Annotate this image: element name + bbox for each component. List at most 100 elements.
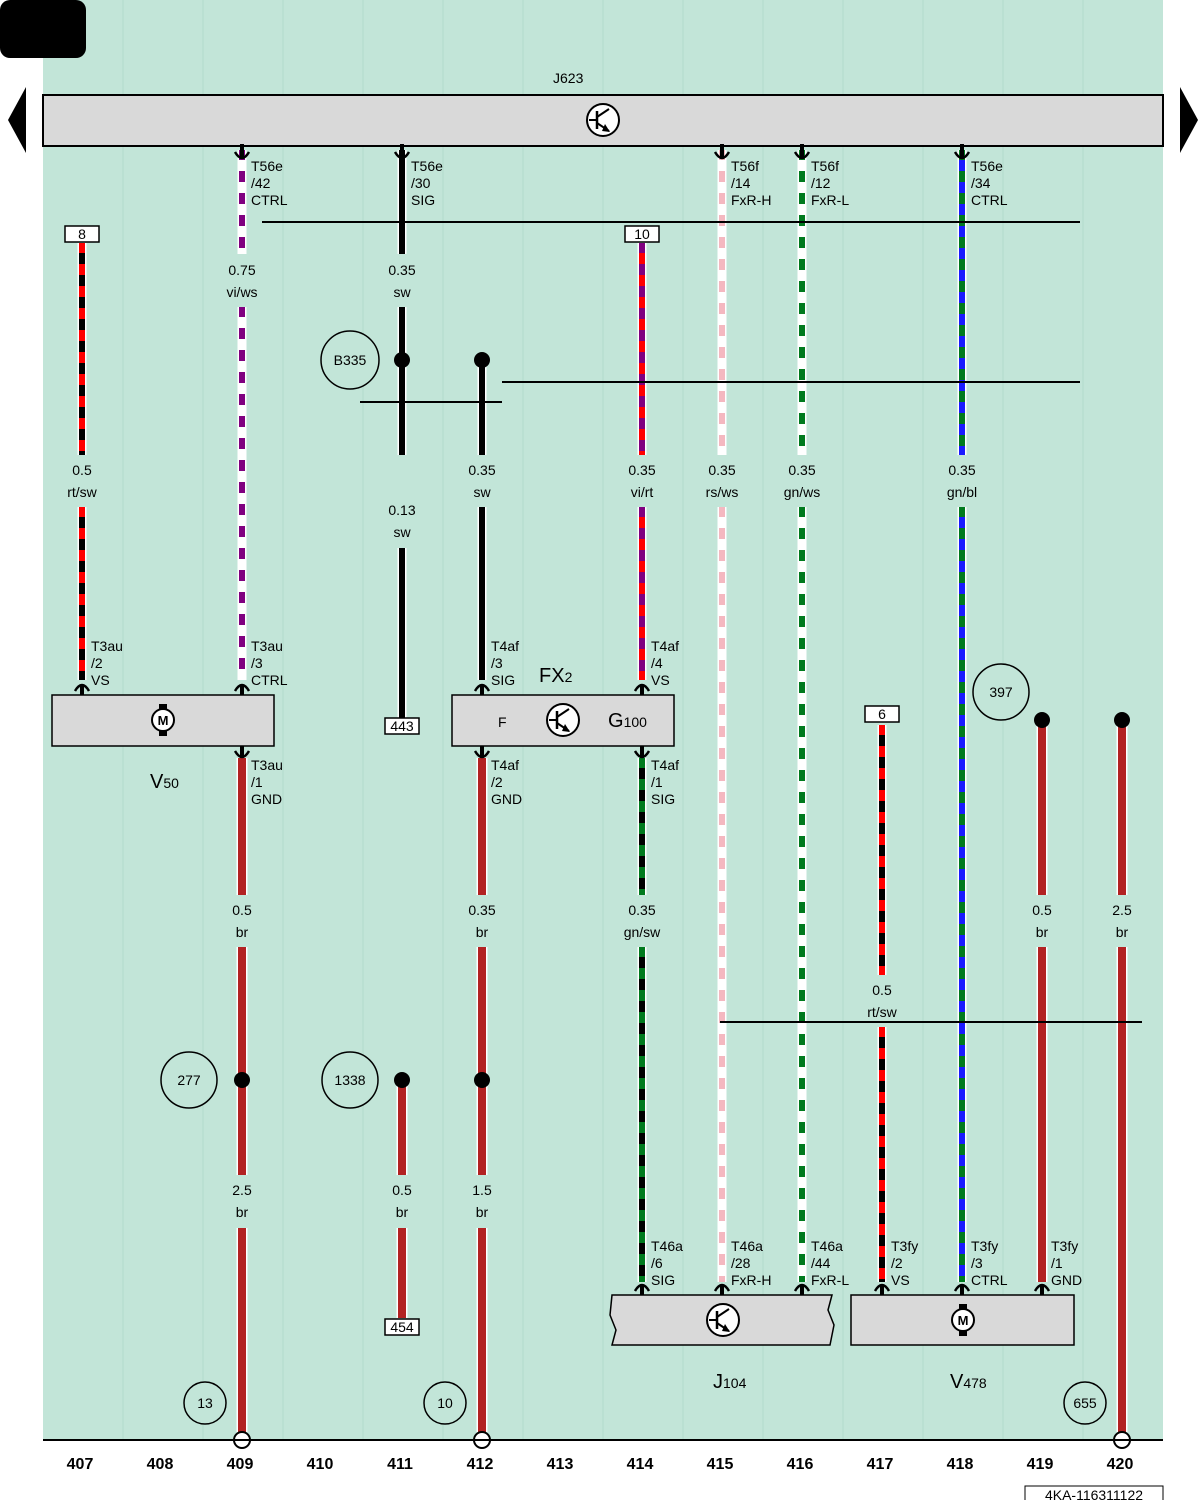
wire-stripe bbox=[719, 1045, 725, 1056]
column-number: 409 bbox=[227, 1456, 254, 1473]
wire-stripe bbox=[959, 517, 965, 528]
wire-stripe bbox=[639, 649, 645, 660]
wire-stripe bbox=[799, 1177, 805, 1188]
wire-stripe bbox=[719, 649, 725, 660]
wire-stripe bbox=[879, 889, 885, 900]
wire-stripe bbox=[239, 537, 245, 548]
wire-stripe bbox=[799, 380, 805, 391]
wire-stripe bbox=[639, 1133, 645, 1144]
ref-circle[interactable] bbox=[423, 1381, 467, 1425]
junction-dot bbox=[474, 352, 490, 368]
wire-stripe bbox=[639, 627, 645, 638]
connector-pin-label: T3au bbox=[91, 638, 123, 654]
wire-stripe bbox=[719, 913, 725, 924]
wire-color-label: sw bbox=[393, 524, 411, 540]
connector-pin-label: FxR-L bbox=[811, 1272, 849, 1288]
wire-stripe bbox=[719, 935, 725, 946]
wire-stripe bbox=[79, 671, 85, 680]
wire-stripe bbox=[719, 517, 725, 528]
ref-box[interactable] bbox=[384, 717, 420, 735]
wire-stripe bbox=[959, 715, 965, 726]
wire-stripe bbox=[79, 407, 85, 418]
wire-stripe bbox=[239, 493, 245, 504]
wire-stripe bbox=[799, 825, 805, 836]
wire-size-label: 0.35 bbox=[788, 462, 815, 478]
wire-stripe bbox=[799, 583, 805, 594]
wire-stripe bbox=[879, 823, 885, 834]
wire-stripe bbox=[879, 779, 885, 790]
ref-circle[interactable] bbox=[321, 1051, 379, 1109]
wire-stripe bbox=[799, 292, 805, 303]
connector-pin-stem bbox=[640, 685, 644, 699]
connector-pin-label: /6 bbox=[651, 1255, 663, 1271]
wire-stripe bbox=[879, 1257, 885, 1268]
wire-stripe bbox=[959, 446, 965, 455]
prev-page-arrow[interactable] bbox=[8, 87, 26, 153]
ref-box[interactable] bbox=[384, 1318, 420, 1336]
wire-segment bbox=[479, 507, 485, 680]
wire-stripe bbox=[959, 1045, 965, 1056]
column-number: 407 bbox=[67, 1456, 94, 1473]
wire-stripe bbox=[959, 1023, 965, 1034]
wire-stripe bbox=[79, 429, 85, 440]
wire-stripe bbox=[639, 539, 645, 550]
wire-color-label: br bbox=[1036, 924, 1049, 940]
connector-pin-stem bbox=[240, 685, 244, 699]
wire-segment bbox=[1038, 720, 1046, 895]
wire-stripe bbox=[959, 270, 965, 281]
connector-pin-label: /3 bbox=[251, 655, 263, 671]
ref-circle[interactable] bbox=[183, 1381, 227, 1425]
wire-stripe bbox=[959, 1155, 965, 1166]
connector-pin-label: /3 bbox=[971, 1255, 983, 1271]
wire-stripe bbox=[639, 297, 645, 308]
wire-stripe bbox=[799, 715, 805, 726]
junction-dot bbox=[1034, 712, 1050, 728]
connector-pin-label: /2 bbox=[891, 1255, 903, 1271]
ref-circle[interactable] bbox=[160, 1051, 218, 1109]
wire-stripe bbox=[959, 1111, 965, 1122]
wire-size-label: 1.5 bbox=[472, 1182, 492, 1198]
wire-stripe bbox=[959, 671, 965, 682]
wire-stripe bbox=[719, 979, 725, 990]
wire-stripe bbox=[719, 627, 725, 638]
connector-pin-label: CTRL bbox=[251, 192, 288, 208]
ref-box[interactable] bbox=[624, 225, 660, 243]
connector-pin-label: /42 bbox=[251, 175, 271, 191]
wire-stripe bbox=[959, 649, 965, 660]
wire-stripe bbox=[719, 1111, 725, 1122]
wire-stripe bbox=[879, 867, 885, 878]
connector-pin-label: T4af bbox=[651, 638, 679, 654]
v478-label: V478 bbox=[950, 1371, 987, 1393]
connector-pin-label: VS bbox=[651, 672, 670, 688]
wire-stripe bbox=[719, 1265, 725, 1276]
wire-stripe bbox=[879, 1169, 885, 1180]
ref-box[interactable] bbox=[864, 705, 900, 723]
wire-stripe bbox=[799, 671, 805, 682]
wire-stripe bbox=[639, 834, 645, 845]
wire-stripe bbox=[719, 248, 725, 259]
wire-stripe bbox=[719, 226, 725, 237]
ref-box[interactable] bbox=[64, 225, 100, 243]
wire-stripe bbox=[959, 781, 965, 792]
ref-circle[interactable] bbox=[320, 330, 380, 390]
wire-size-label: 2.5 bbox=[1112, 902, 1132, 918]
wire-stripe bbox=[719, 539, 725, 550]
junction-dot bbox=[394, 1072, 410, 1088]
next-page-arrow[interactable] bbox=[1180, 87, 1198, 153]
wire-size-label: 0.5 bbox=[1032, 902, 1052, 918]
wire-stripe bbox=[719, 1243, 725, 1254]
column-number: 408 bbox=[147, 1456, 174, 1473]
wire-stripe bbox=[799, 649, 805, 660]
j623-label: J623 bbox=[553, 70, 584, 86]
wire-stripe bbox=[959, 1199, 965, 1210]
connector-pin-label: T56f bbox=[811, 158, 839, 174]
wire-stripe bbox=[959, 627, 965, 638]
wire-stripe bbox=[79, 275, 85, 286]
connector-pin-stem bbox=[480, 685, 484, 699]
wire-color-label: br bbox=[236, 1204, 249, 1220]
ref-circle-label: 1338 bbox=[334, 1072, 365, 1088]
wire-stripe bbox=[79, 627, 85, 638]
ref-circle[interactable] bbox=[972, 663, 1030, 721]
ref-circle[interactable] bbox=[1063, 1381, 1107, 1425]
